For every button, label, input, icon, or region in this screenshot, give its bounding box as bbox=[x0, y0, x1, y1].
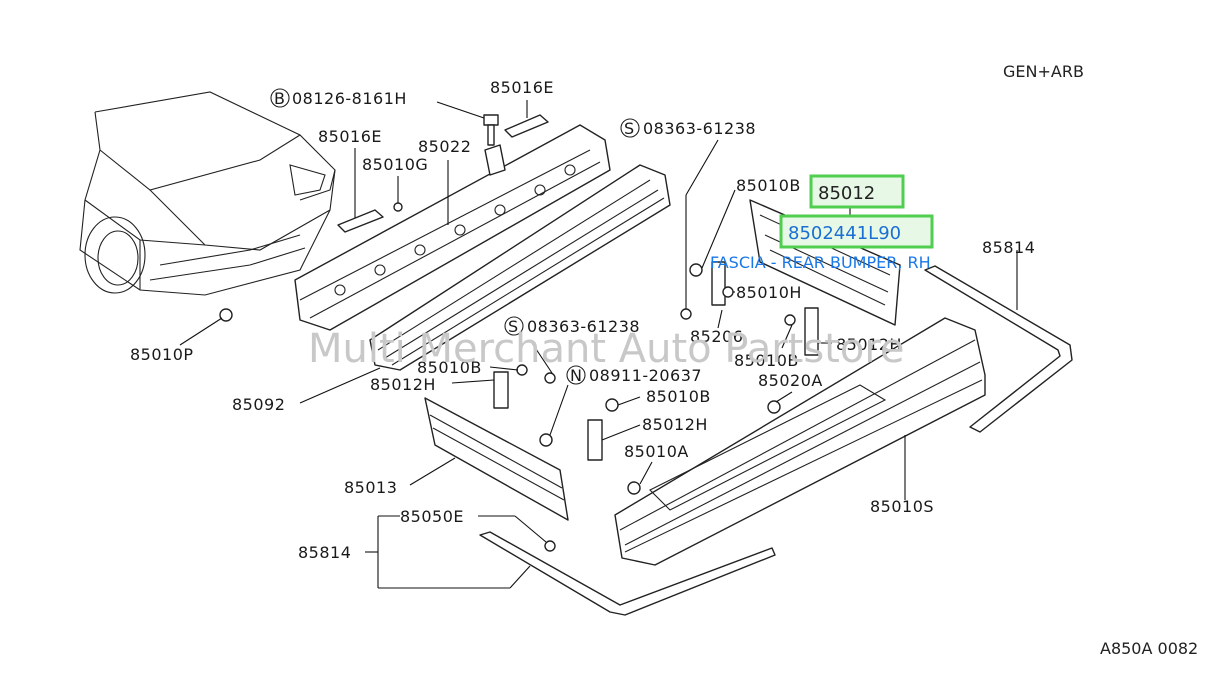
clip-85050e bbox=[544, 540, 556, 552]
label-nut-n-prefix: N bbox=[570, 366, 582, 385]
bracket-85012h-left bbox=[493, 371, 509, 409]
label-85022[interactable]: 85022 bbox=[418, 137, 471, 156]
label-08126-8161h[interactable]: 08126-8161H bbox=[292, 89, 407, 108]
watermark: Multi Merchant Auto Partstore bbox=[308, 326, 905, 372]
car-rear-outline bbox=[79, 91, 336, 296]
bracket-85206 bbox=[711, 261, 726, 306]
label-85206[interactable]: 85206 bbox=[690, 327, 743, 346]
corner-tag: GEN+ARB bbox=[1003, 62, 1084, 81]
clip-85010g bbox=[393, 202, 403, 212]
label-85020a[interactable]: 85020A bbox=[758, 371, 823, 390]
highlight-part-number[interactable]: 85012 bbox=[818, 183, 875, 204]
highlight-box-oem-number[interactable] bbox=[779, 214, 934, 249]
label-85010h[interactable]: 85010H bbox=[736, 283, 802, 302]
label-bolt-b-prefix: B bbox=[274, 89, 285, 108]
leader-lines bbox=[179, 100, 1018, 589]
label-85016e-top[interactable]: 85016E bbox=[490, 78, 554, 97]
label-screw-s2-prefix: S bbox=[508, 317, 519, 336]
label-85010b-d[interactable]: 85010B bbox=[646, 387, 711, 406]
highlight-description: FASCIA - REAR BUMPER, RH bbox=[710, 253, 931, 272]
highlight-group: 85012 8502441L90 FASCIA - REAR BUMPER, R… bbox=[710, 174, 934, 272]
pad-85016e-top bbox=[504, 114, 549, 138]
bumper-fascia-85010s bbox=[614, 317, 986, 566]
label-85010b-a[interactable]: 85010B bbox=[736, 176, 801, 195]
screw-s1 bbox=[680, 308, 692, 320]
fascia-lh-85013 bbox=[424, 397, 569, 521]
label-85010g[interactable]: 85010G bbox=[362, 155, 428, 174]
label-08363-61238-a[interactable]: 08363-61238 bbox=[643, 119, 756, 138]
screw-s2 bbox=[544, 372, 556, 384]
label-85050e[interactable]: 85050E bbox=[400, 507, 464, 526]
label-85010p[interactable]: 85010P bbox=[130, 345, 194, 364]
nut-08911 bbox=[539, 433, 553, 447]
pad-85016e-left bbox=[337, 209, 384, 233]
label-85010a[interactable]: 85010A bbox=[624, 442, 689, 461]
bolt-08126 bbox=[483, 114, 499, 146]
label-85012h-b[interactable]: 85012H bbox=[370, 375, 436, 394]
part-labels: B 08126-8161H 85016E 85016E 85022 85010G… bbox=[130, 78, 1035, 562]
label-85010s[interactable]: 85010S bbox=[870, 497, 934, 516]
reinforcement-85022 bbox=[294, 124, 611, 331]
absorber-85092 bbox=[369, 164, 671, 371]
clip-85010b-4 bbox=[605, 398, 619, 412]
label-85010b-c[interactable]: 85010B bbox=[417, 358, 482, 377]
highlight-box-part-number[interactable] bbox=[809, 174, 905, 209]
label-screw-s1-prefix: S bbox=[624, 119, 635, 138]
clip-85010b-2 bbox=[784, 314, 796, 326]
clip-85010h bbox=[722, 286, 734, 298]
label-85814-left[interactable]: 85814 bbox=[298, 543, 351, 562]
highlight-oem-number[interactable]: 8502441L90 bbox=[788, 223, 901, 244]
bracket-85012h-right bbox=[804, 307, 819, 356]
moulding-85814-left bbox=[479, 531, 776, 616]
label-85814-right[interactable]: 85814 bbox=[982, 238, 1035, 257]
label-85012h-a[interactable]: 85012H bbox=[836, 335, 902, 354]
clip-85020a bbox=[767, 400, 781, 414]
clip-85010a bbox=[627, 481, 641, 495]
moulding-85814-right bbox=[924, 265, 1073, 433]
label-85012h-c[interactable]: 85012H bbox=[642, 415, 708, 434]
diagram-code: A850A 0082 bbox=[1100, 639, 1198, 658]
label-85092[interactable]: 85092 bbox=[232, 395, 285, 414]
clip-85010p bbox=[219, 308, 233, 322]
label-85010b-b[interactable]: 85010B bbox=[734, 351, 799, 370]
label-85016e-left[interactable]: 85016E bbox=[318, 127, 382, 146]
label-08363-61238-b[interactable]: 08363-61238 bbox=[527, 317, 640, 336]
label-85013[interactable]: 85013 bbox=[344, 478, 397, 497]
clip-85010b-1 bbox=[689, 263, 703, 277]
bracket-85012h-center bbox=[587, 419, 603, 461]
label-08911-20637[interactable]: 08911-20637 bbox=[589, 366, 702, 385]
